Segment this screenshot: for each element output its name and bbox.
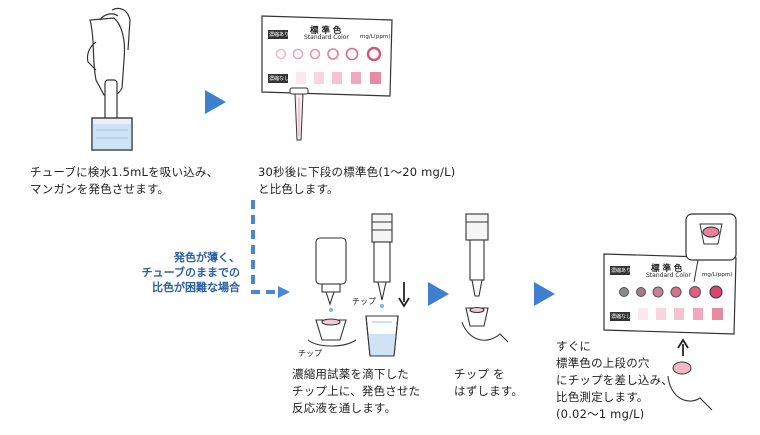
branch-arrow-head <box>278 286 290 298</box>
step4-caption: チップ を はずします。 <box>454 366 523 400</box>
step-arrow-2 <box>428 282 449 306</box>
step-arrow-1 <box>205 90 226 114</box>
step3-illustration <box>307 213 410 357</box>
step2-color-card <box>261 15 393 141</box>
step1-caption: チューブに検水1.5mLを吸い込み、 マンガンを発色させます。 <box>30 164 218 198</box>
card-row-concentrated: 濃縮あり <box>269 32 290 38</box>
step3-caption: 濃縮用試薬を滴下した チップ上に、発色させた 反応液を通します。 <box>292 366 420 417</box>
step1-line: チューブに検水1.5mLを吸い込み、 <box>30 165 219 179</box>
card-unit: mg/L(ppm) <box>360 34 391 40</box>
step2-line: 30秒後に下段の標準色(1～20 mg/L) <box>258 165 456 179</box>
card-title: 標 準 色 <box>310 26 342 36</box>
step5-line: すぐに <box>556 339 592 353</box>
step4-illustration <box>461 213 509 343</box>
chip-label-1: チップ <box>298 349 322 358</box>
step1-line: マンガンを発色させます。 <box>30 182 170 196</box>
card2-subtitle: Standard Color <box>646 272 691 279</box>
step5-color-card <box>603 213 737 411</box>
step3-line: 反応液を通します。 <box>292 401 397 415</box>
step2-caption: 30秒後に下段の標準色(1～20 mg/L) と比色します。 <box>258 164 455 198</box>
step4-line: チップ を <box>454 367 505 381</box>
step5-line: (0.02～1 mg/L) <box>556 407 645 421</box>
branch-note-line: 発色が薄く、 <box>174 251 240 264</box>
branch-dashed-path <box>251 200 278 294</box>
step5-line: にチップを差し込み、 <box>556 373 673 387</box>
step1-illustration <box>86 7 133 151</box>
step4-line: はずします。 <box>454 384 524 398</box>
step3-line: 濃縮用試薬を滴下した <box>292 367 409 381</box>
step5-line: 標準色の上段の穴 <box>556 356 650 370</box>
step3-line: チップ上に、発色させた <box>292 384 421 398</box>
branch-note-line: チューブのままでの <box>141 266 240 279</box>
step5-line: 比色測定します。 <box>556 390 649 404</box>
card2-unit: mg/L(ppm) <box>702 272 733 278</box>
card-subtitle: Standard Color <box>304 34 349 41</box>
step2-line: と比色します。 <box>258 182 339 196</box>
card2-title: 標 準 色 <box>651 264 683 274</box>
card2-row-concentrated: 濃縮あり <box>611 268 632 274</box>
card-row-plain: 濃縮なし <box>269 76 290 82</box>
branch-note: 発色が薄く、 チューブのままでの 比色が困難な場合 <box>100 250 240 295</box>
step5-caption: すぐに 標準色の上段の穴 にチップを差し込み、 比色測定します。 (0.02～1… <box>556 338 673 423</box>
card2-row-plain: 濃縮なし <box>611 314 632 320</box>
branch-note-line: 比色が困難な場合 <box>152 281 240 294</box>
chip-label-2: チップ <box>352 297 376 306</box>
step-arrow-3 <box>534 282 555 306</box>
